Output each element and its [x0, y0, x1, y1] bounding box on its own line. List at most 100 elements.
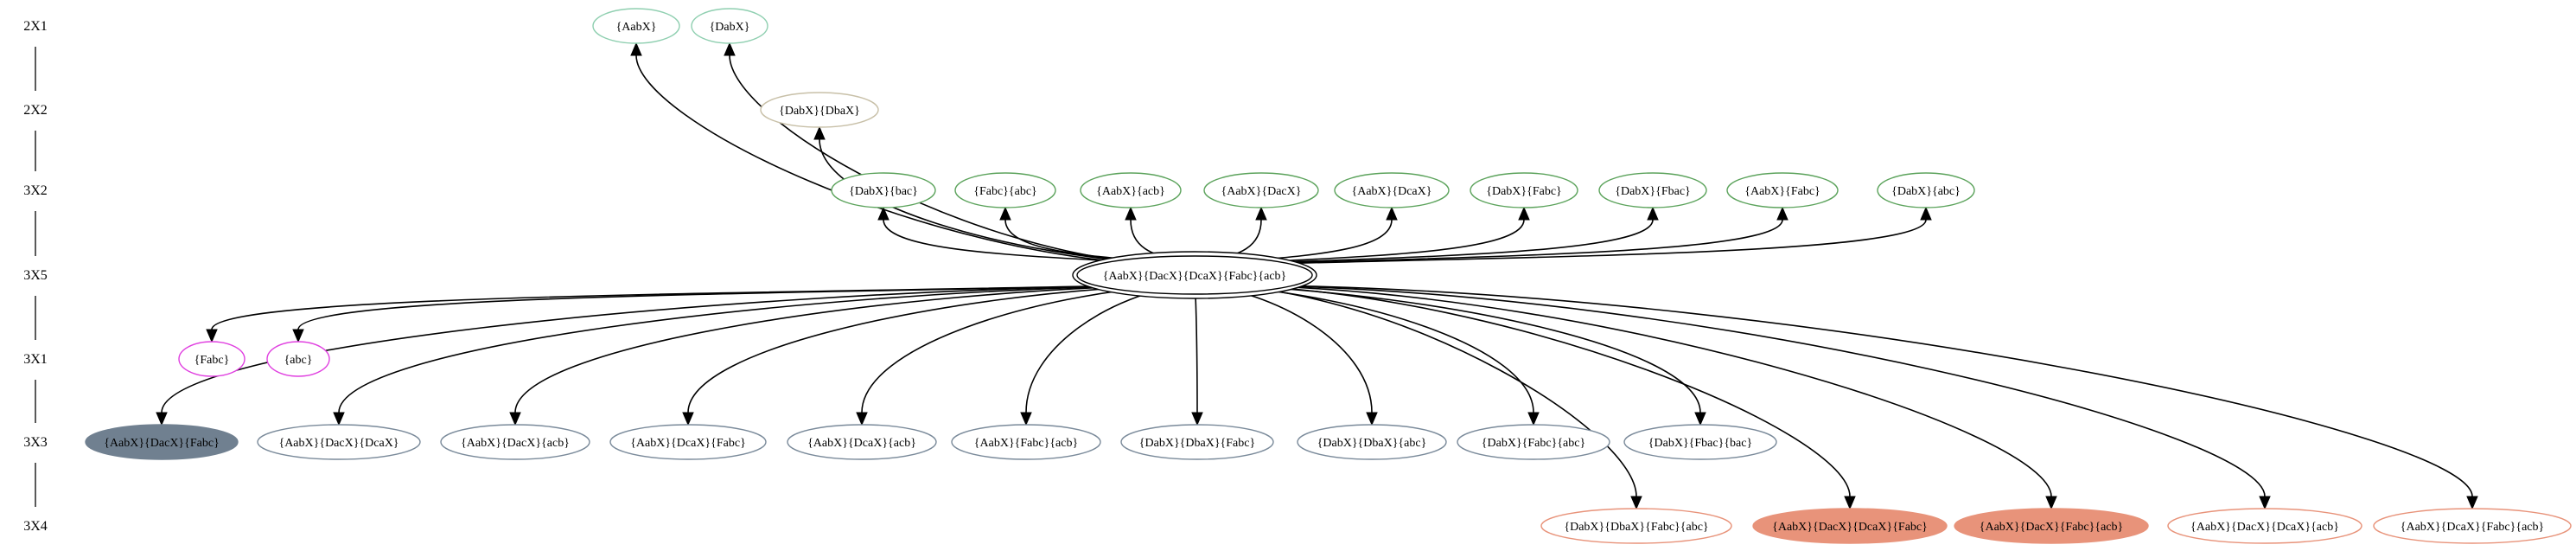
node-shape	[691, 8, 768, 44]
node-label: {AabX}{Fabc}{acb}	[974, 437, 1078, 450]
edge-arrowhead	[1191, 412, 1203, 426]
edge-arrowhead	[1518, 206, 1530, 221]
edge-line	[729, 54, 1167, 266]
graph-node[interactable]: {Fabc}{abc}	[954, 172, 1056, 208]
node-label: {DabX}{Fbac}	[1615, 185, 1691, 198]
graph-node[interactable]: {AabX}{DcaX}{acb}	[787, 424, 937, 460]
node-shape	[592, 8, 680, 44]
node-label: {abc}	[284, 354, 313, 367]
edge-line	[1246, 285, 2052, 497]
graph-node[interactable]: {AabX}{DacX}{DcaX}{acb}	[2167, 508, 2362, 544]
graph-node[interactable]: {DabX}	[691, 8, 768, 44]
node-label: {AabX}{DacX}{DcaX}{Fabc}{acb}	[1103, 270, 1287, 283]
node-shape	[787, 424, 937, 460]
node-label: {DabX}{DbaX}	[779, 105, 860, 118]
level-label: 3X1	[23, 352, 48, 367]
node-label: {AabX}{DacX}	[1221, 185, 1302, 198]
edge-arrowhead	[682, 412, 694, 426]
edge-arrowhead	[813, 125, 826, 140]
node-shape	[609, 424, 767, 460]
edge-line	[1221, 219, 1654, 266]
edge-arrowhead	[1920, 206, 1932, 221]
node-shape	[85, 424, 239, 460]
edge-arrowhead	[856, 412, 868, 426]
edge-line	[1215, 285, 1534, 413]
edge-arrowhead	[2045, 496, 2057, 510]
graph-node[interactable]: {AabX}{DacX}{Fabc}	[85, 424, 239, 460]
edge-line	[1194, 285, 1198, 413]
graph-node[interactable]: {DabX}{bac}	[831, 172, 936, 208]
node-label: {DabX}{Fabc}{abc}	[1482, 437, 1585, 450]
node-label: {AabX}{DacX}{DcaX}{acb}	[2190, 521, 2339, 534]
graph-node[interactable]: {AabX}{DcaX}{Fabc}	[609, 424, 767, 460]
graph-node[interactable]: {AabX}{DacX}{DcaX}{Fabc}{acb}	[1072, 251, 1317, 299]
node-label: {AabX}{DacX}{Fabc}{acb}	[1980, 521, 2123, 534]
node-shape	[951, 424, 1101, 460]
graph-node[interactable]: {Fabc}	[178, 341, 245, 377]
edge-line	[1229, 219, 1783, 266]
graph-node[interactable]: {AabX}{DacX}	[1203, 172, 1319, 208]
graph-node[interactable]: {DabX}{Fbac}	[1598, 172, 1707, 208]
node-shape	[257, 424, 421, 460]
edge-arrowhead	[999, 206, 1011, 221]
edge-arrowhead	[156, 412, 168, 426]
graph-node[interactable]: {DabX}{DbaX}{Fabc}{abc}	[1540, 508, 1732, 544]
graph-node[interactable]: {abc}	[266, 341, 330, 377]
edge-line	[1271, 285, 2473, 497]
node-shape	[1954, 508, 2149, 544]
node-shape	[760, 92, 879, 128]
graph-node[interactable]: {DabX}{Fbac}{bac}	[1623, 424, 1777, 460]
node-label: {AabX}{DacX}{acb}	[461, 437, 570, 450]
graph-node[interactable]: {AabX}{Fabc}	[1726, 172, 1839, 208]
edge-line	[1225, 285, 1701, 413]
node-shape	[1334, 172, 1450, 208]
edge-line	[1025, 285, 1185, 413]
node-label: {DabX}{DbaX}{abc}	[1317, 437, 1427, 450]
graph-node[interactable]: {DabX}{DbaX}	[760, 92, 879, 128]
node-shape	[1203, 172, 1319, 208]
graph-node[interactable]: {DabX}{Fabc}{abc}	[1457, 424, 1610, 460]
level-label: 3X5	[23, 268, 48, 283]
level-label: 3X4	[23, 519, 48, 534]
graph-node[interactable]: {DabX}{DbaX}{abc}	[1297, 424, 1447, 460]
node-shape	[1080, 172, 1182, 208]
edge-line	[161, 285, 1133, 413]
node-label: {Fabc}	[194, 354, 230, 367]
nodes-layer: {AabX} {DabX} {DabX}{DbaX} {DabX}{bac} {Fabc…	[85, 8, 2572, 544]
node-shape	[1120, 424, 1274, 460]
edge-arrowhead	[1647, 206, 1659, 221]
graph-node[interactable]: {AabX}{DacX}{DcaX}	[257, 424, 421, 460]
edge-arrowhead	[724, 42, 736, 56]
node-shape	[2167, 508, 2362, 544]
graph-node[interactable]: {AabX}{acb}	[1080, 172, 1182, 208]
graph-node[interactable]: {AabX}	[592, 8, 680, 44]
node-shape	[1877, 172, 1975, 208]
node-label: {DabX}{bac}	[849, 185, 918, 198]
node-label: {DabX}{DbaX}{Fabc}{abc}	[1564, 521, 1708, 534]
node-label: {AabX}{DacX}{Fabc}	[104, 437, 220, 450]
graph-node[interactable]: {AabX}{DacX}{acb}	[440, 424, 590, 460]
level-label: 2X1	[23, 19, 48, 34]
node-shape	[440, 424, 590, 460]
graph-node[interactable]: {AabX}{DacX}{DcaX}{Fabc}	[1752, 508, 1948, 544]
graph-node[interactable]: {AabX}{DcaX}	[1334, 172, 1450, 208]
edge-arrowhead	[1125, 206, 1137, 221]
node-label: {DabX}{abc}	[1891, 185, 1961, 198]
node-label: {AabX}{DcaX}{Fabc}{acb}	[2401, 521, 2544, 534]
edge-line	[1221, 285, 1637, 497]
level-label: 2X2	[23, 103, 48, 118]
edge-line	[687, 285, 1164, 413]
edge-arrowhead	[1776, 206, 1789, 221]
graph-node[interactable]: {AabX}{Fabc}{acb}	[951, 424, 1101, 460]
graph-node[interactable]: {AabX}{DcaX}{Fabc}{acb}	[2373, 508, 2572, 544]
edge-line	[211, 285, 1136, 330]
edge-arrowhead	[206, 329, 218, 343]
graph-node[interactable]: {DabX}{DbaX}{Fabc}	[1120, 424, 1274, 460]
graph-node[interactable]: {AabX}{DacX}{Fabc}{acb}	[1954, 508, 2149, 544]
graph-node[interactable]: {DabX}{abc}	[1877, 172, 1975, 208]
graph-node[interactable]: {DabX}{Fabc}	[1470, 172, 1578, 208]
edge-arrowhead	[877, 206, 889, 221]
node-shape	[954, 172, 1056, 208]
edge-arrowhead	[1255, 206, 1267, 221]
